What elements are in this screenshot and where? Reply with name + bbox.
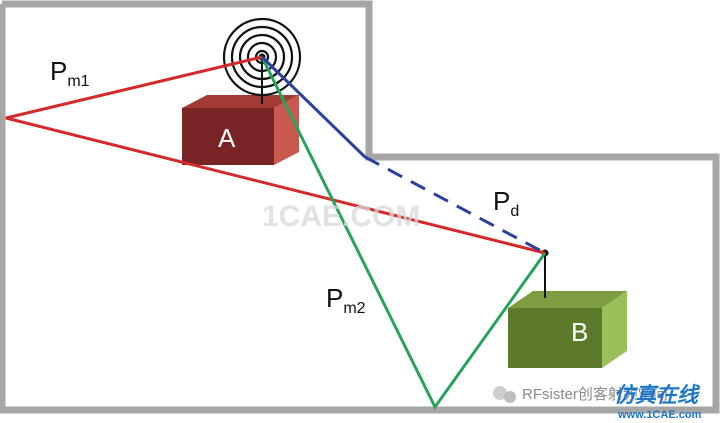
watermark-brand-cn: 仿真在线 [614, 383, 701, 407]
watermark-brand-url: www.1CAE.com [617, 409, 702, 421]
reflected-path-pm1 [5, 55, 546, 255]
label-pm2-main: P [326, 283, 343, 313]
box-b: B [508, 291, 627, 368]
reflected-path-pm2 [260, 56, 547, 410]
label-pm2: Pm2 [326, 283, 366, 317]
box-a: A [182, 95, 299, 165]
box-a-top [182, 95, 299, 108]
box-b-label: B [571, 317, 588, 347]
box-b-top [508, 291, 627, 308]
box-b-front [508, 308, 602, 368]
watermark-wechat: RFsister创客射频空间 [522, 386, 668, 403]
label-pm1-main: P [50, 56, 67, 86]
antenna-a-icon [222, 17, 302, 104]
label-pm1-sub: m1 [67, 73, 89, 90]
wechat-icon [493, 386, 516, 403]
direct-path-dashed [364, 155, 546, 255]
box-a-label: A [218, 123, 236, 153]
room-wall [0, 0, 720, 414]
label-pd: Pd [493, 186, 519, 220]
box-a-front [182, 108, 274, 165]
label-pm2-sub: m2 [343, 300, 365, 317]
label-pd-main: P [493, 186, 510, 216]
label-pm1: Pm1 [50, 56, 90, 90]
box-a-side [274, 95, 299, 165]
box-b-side [602, 291, 627, 368]
direct-path-solid [260, 55, 367, 159]
watermark-center: 1CAE.COM [262, 200, 420, 233]
label-pd-sub: d [510, 203, 519, 220]
